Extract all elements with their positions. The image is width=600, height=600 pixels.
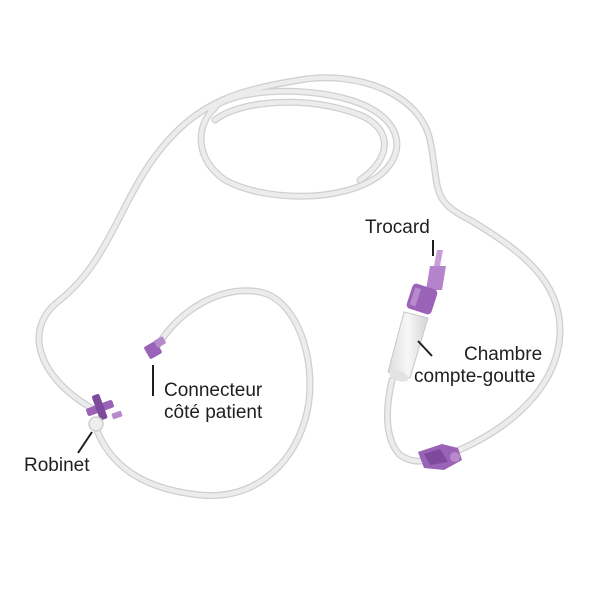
label-trocard-text: Trocard <box>365 217 430 238</box>
label-connecteur-line1: Connecteur <box>164 380 263 401</box>
patient-connector <box>144 336 166 359</box>
drip-chamber <box>387 311 429 382</box>
label-robinet-text: Robinet <box>24 455 90 476</box>
drip-chamber-cap <box>406 283 438 315</box>
bottom-connector <box>418 444 462 470</box>
leader-lines <box>77 240 434 454</box>
robinet-stopcock <box>86 394 123 432</box>
label-robinet: Robinet <box>24 455 90 477</box>
label-connecteur-line2: côté patient <box>164 402 263 423</box>
label-chambre-compte-goutte: Chambre compte-goutte <box>414 344 542 388</box>
tubing <box>35 74 564 500</box>
label-chambre-line1: Chambre <box>464 344 543 365</box>
label-connecteur-cote-patient: Connecteur côté patient <box>164 380 262 424</box>
leader-line-chambre <box>417 340 433 357</box>
label-trocard: Trocard <box>365 217 430 239</box>
trocard-spike <box>426 250 446 290</box>
leader-line-robinet <box>77 431 93 454</box>
label-chambre-line2: compte-goutte <box>414 366 536 387</box>
